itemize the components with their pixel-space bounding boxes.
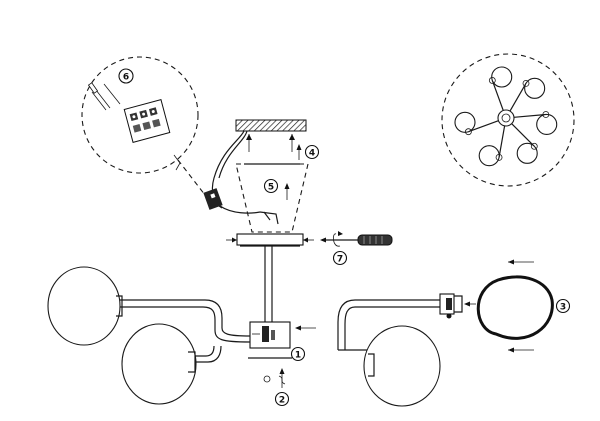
top-view-globe [524, 77, 546, 99]
step-2-label: 2 [279, 396, 285, 406]
detail-circle-6 [81, 56, 199, 174]
top-view-arm [498, 125, 506, 158]
detail-pointer [177, 159, 206, 196]
top-view-globe [454, 111, 476, 133]
step-6-badge: 6 [118, 68, 134, 84]
top-view-globe [536, 113, 558, 136]
bulb-icon [121, 323, 197, 405]
screwdriver-icon [320, 231, 393, 247]
mount-bar [236, 233, 304, 246]
wiring-detail: 6 [81, 56, 206, 196]
top-view-socket [530, 142, 538, 150]
terminal-block-icon [123, 99, 171, 143]
step-1-badge: 1 [290, 346, 306, 362]
center-hub [249, 321, 291, 349]
hub-screw-icon [263, 368, 286, 388]
top-view-arm [511, 123, 535, 147]
top-view [441, 53, 575, 187]
top-view-arm [509, 83, 527, 112]
top-view-arm [513, 113, 546, 118]
top-view-socket [488, 77, 496, 84]
step-5-arrow [284, 183, 290, 200]
bulb-icon [363, 325, 441, 407]
screw-icon [246, 134, 295, 152]
top-view-socket [465, 128, 472, 136]
ceiling-plate [235, 119, 307, 132]
top-view-globe [491, 66, 513, 88]
step-4-arrow [296, 144, 302, 160]
step-5-badge: 5 [263, 178, 279, 194]
ceiling-mount: 4 5 [203, 119, 320, 247]
top-view-globe [478, 145, 500, 167]
step-4-label: 4 [309, 149, 315, 159]
top-view-arm [468, 120, 499, 133]
canopy-outline [235, 163, 309, 233]
glass-globe-detail [476, 259, 554, 353]
top-view-arm [491, 80, 504, 111]
detail-pointer-tick [173, 154, 181, 171]
top-view-socket [522, 79, 530, 87]
step-4-badge: 4 [304, 144, 320, 160]
top-view-socket [542, 111, 550, 118]
step-7-badge: 7 [332, 250, 348, 266]
top-view-socket [495, 153, 503, 161]
globe-outline [476, 275, 554, 340]
step-7-label: 7 [337, 255, 343, 265]
step-2-badge: 2 [274, 391, 290, 407]
step-3-label: 3 [560, 303, 566, 313]
right-arm-assembly [337, 293, 476, 407]
center-stem [248, 246, 316, 388]
step-1-label: 1 [295, 351, 301, 361]
wire-ends [87, 82, 121, 111]
step-5-label: 5 [268, 183, 274, 193]
top-view-arms [454, 66, 558, 167]
bulb-icon [47, 266, 121, 346]
socket-icon [439, 293, 463, 319]
step-6-label: 6 [123, 73, 129, 83]
left-arm-assembly [47, 266, 251, 405]
step-3-badge: 3 [555, 298, 571, 314]
top-view-globe [516, 142, 538, 164]
top-view-hub [497, 109, 515, 127]
top-view-circle [441, 53, 575, 187]
connector-block [203, 188, 223, 210]
